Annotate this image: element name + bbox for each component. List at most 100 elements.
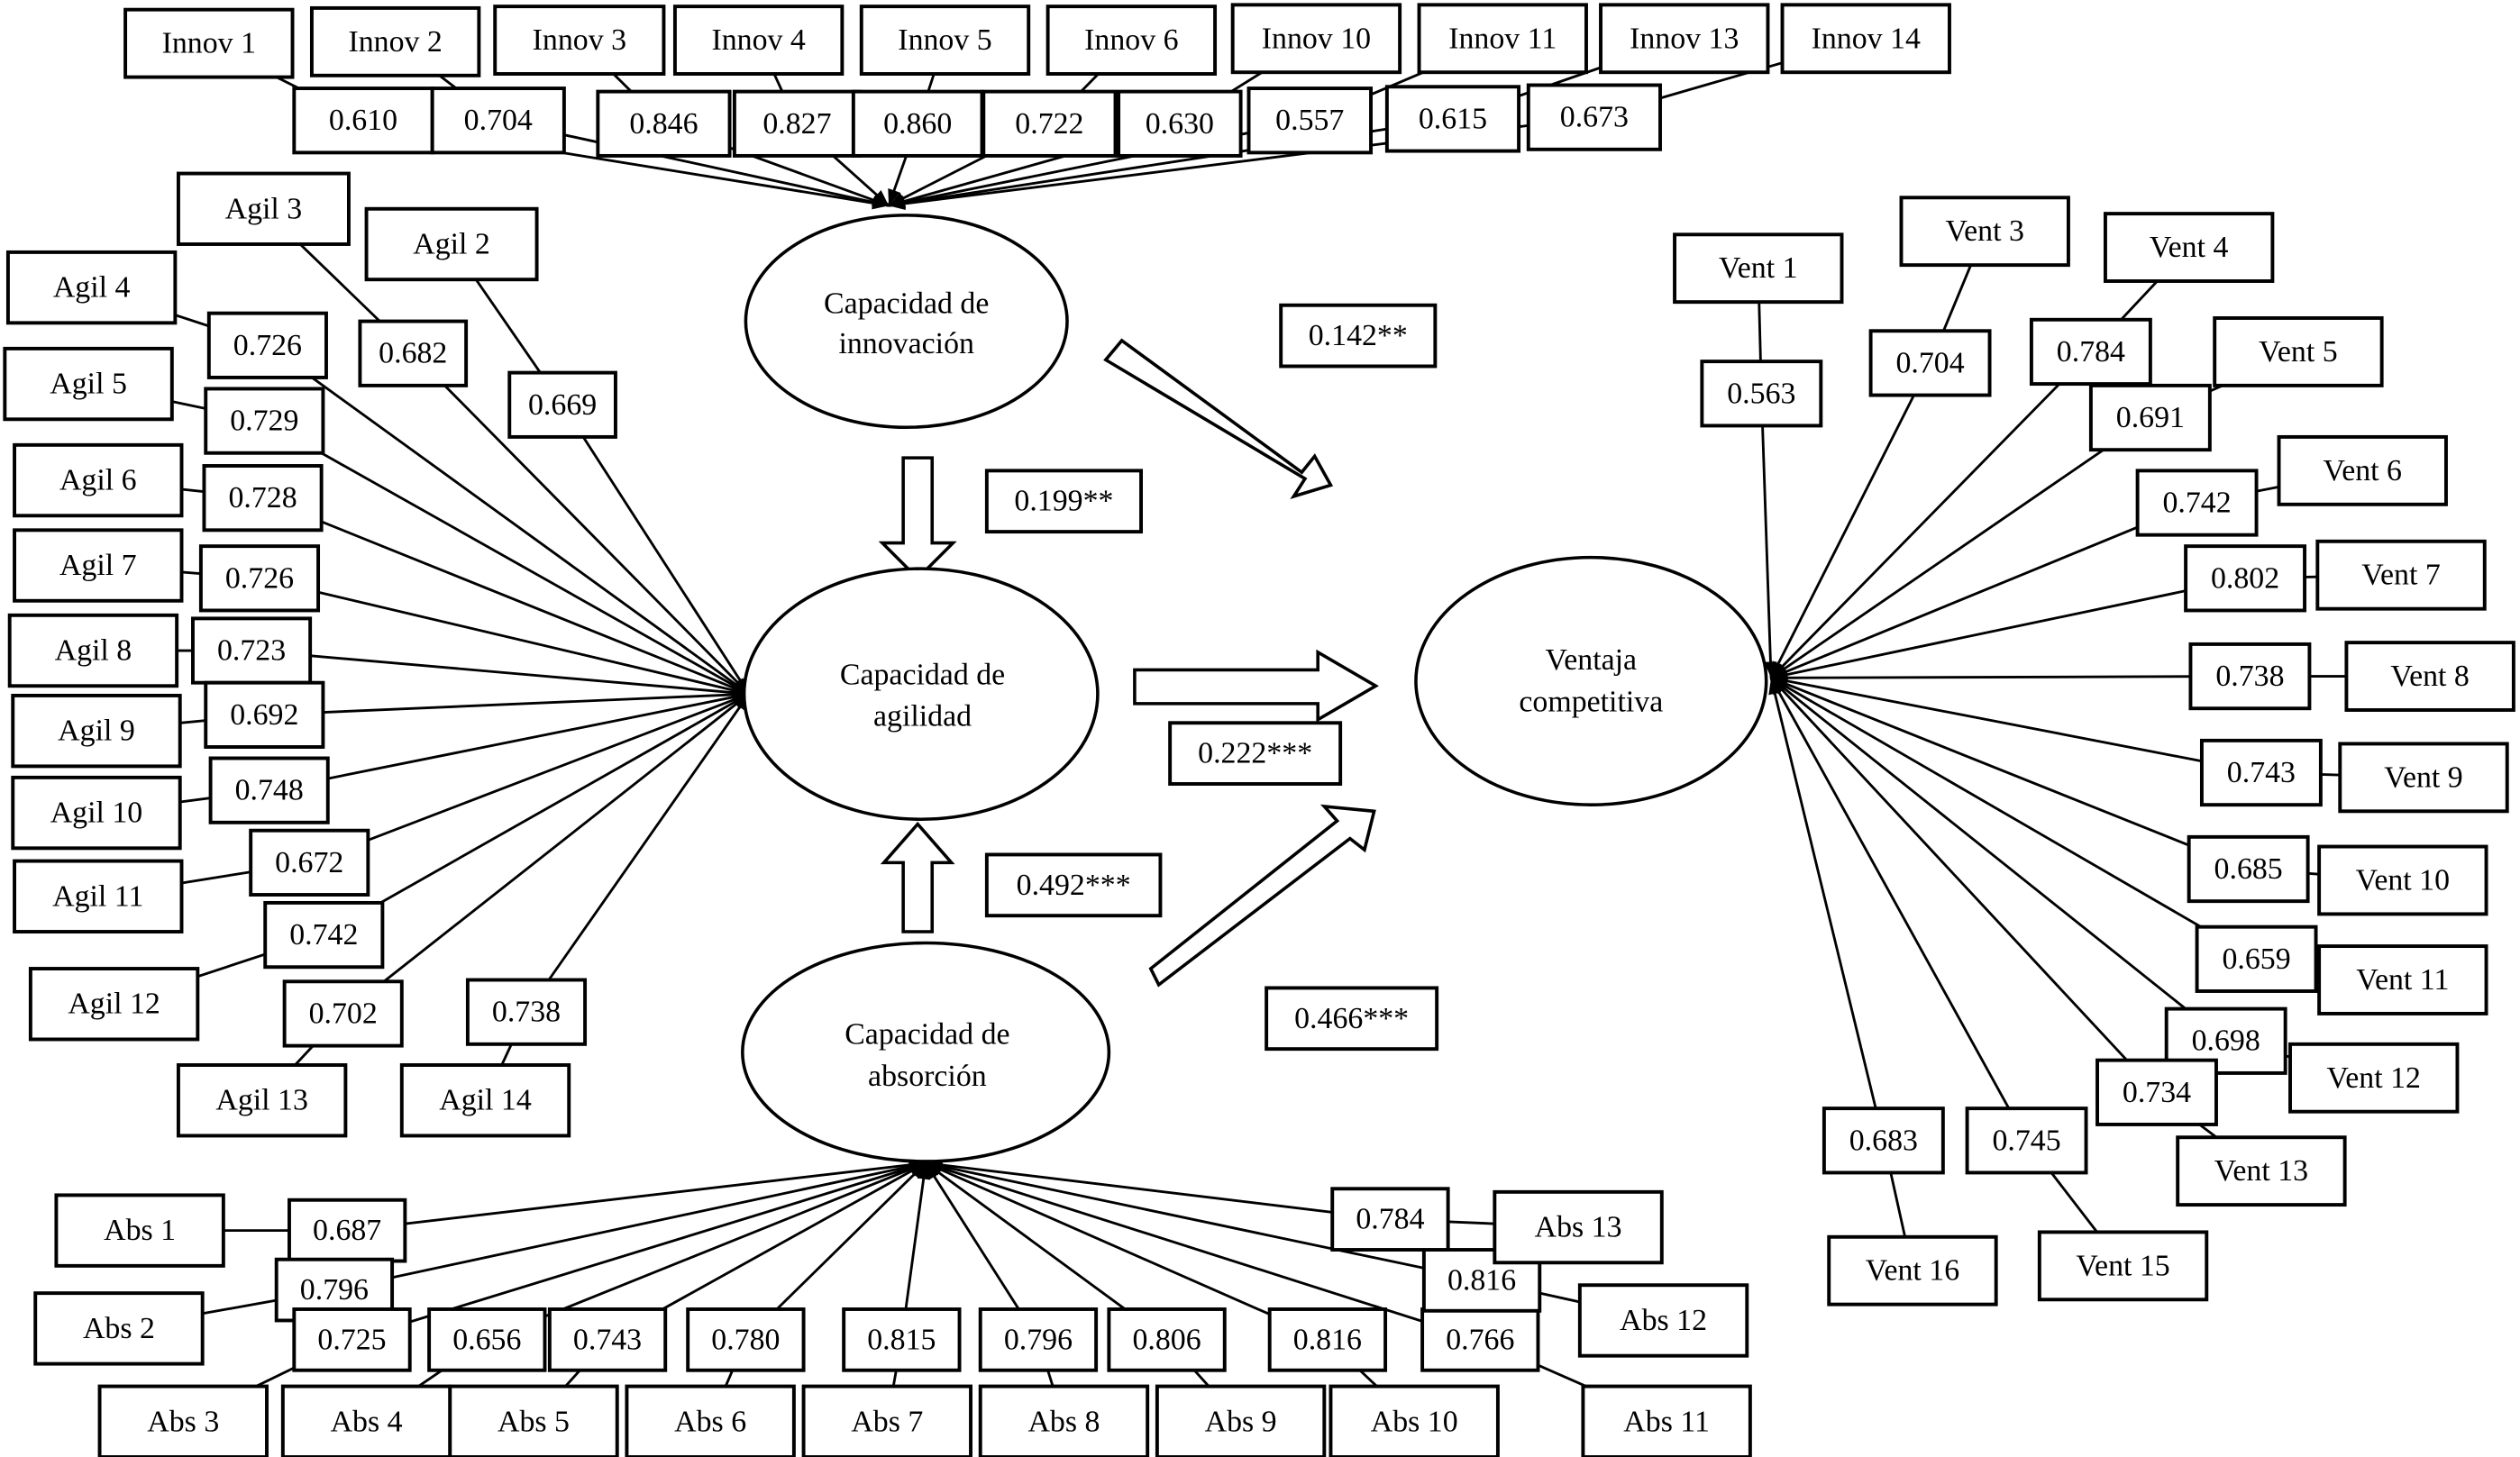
indicator-vent-1: Vent 1 xyxy=(1673,232,1844,305)
indicator-abs-3-text: Abs 3 xyxy=(147,1405,219,1438)
indicator-vent-15-text: Vent 15 xyxy=(2076,1249,2169,1282)
indicator-vent-4: Vent 4 xyxy=(2103,212,2275,283)
loading-to-construct-line xyxy=(1770,351,2092,679)
loading-agil-12: 0.742 xyxy=(263,900,385,970)
loading-abs-3-text: 0.725 xyxy=(317,1323,386,1356)
construct-label-line2: competitiva xyxy=(1519,686,1663,719)
indicator-innov-13: Innov 13 xyxy=(1599,3,1770,75)
loading-to-construct-line xyxy=(1769,678,1885,1142)
loading-agil-14-text: 0.738 xyxy=(492,996,561,1029)
loading-agil-8-frame xyxy=(191,616,313,685)
loading-innov-5-text: 0.860 xyxy=(883,107,952,141)
loading-agil-13-text: 0.702 xyxy=(309,997,378,1030)
loading-vent-8-frame xyxy=(2188,642,2312,711)
indicator-innov-6-text: Innov 6 xyxy=(1084,23,1178,57)
indicator-vent-9-frame xyxy=(2338,742,2509,814)
indicator-abs-7-text: Abs 7 xyxy=(851,1405,923,1438)
indicator-abs-11-frame xyxy=(1581,1384,1752,1457)
loading-abs-3: 0.725 xyxy=(292,1307,412,1372)
indicator-vent-15-frame xyxy=(2037,1230,2209,1302)
indicator-vent-11-text: Vent 11 xyxy=(2356,963,2449,997)
loading-abs-10-text: 0.816 xyxy=(1293,1323,1362,1356)
loading-vent-9: 0.743 xyxy=(2199,738,2323,807)
indicator-innov-11-frame xyxy=(1417,3,1588,75)
loading-vent-16: 0.683 xyxy=(1822,1106,1945,1175)
loading-to-construct-line xyxy=(251,649,750,696)
loading-to-construct-line xyxy=(346,1161,927,1233)
indicator-abs-12: Abs 12 xyxy=(1577,1283,1749,1358)
loading-abs-12: 0.816 xyxy=(1421,1248,1542,1313)
indicator-abs-9-frame xyxy=(1155,1384,1327,1457)
indicator-vent-12: Vent 12 xyxy=(2288,1042,2460,1114)
construct-label-line1: Ventaja xyxy=(1546,643,1638,677)
indicator-vent-7-frame xyxy=(2315,539,2487,611)
indicator-innov-11-text: Innov 11 xyxy=(1448,22,1557,55)
loading-vent-1: 0.563 xyxy=(1700,360,1823,428)
indicator-agil-14: Agil 14 xyxy=(399,1063,571,1138)
loading-abs-6-frame xyxy=(686,1307,806,1372)
loading-agil-11-frame xyxy=(249,828,370,897)
indicator-agil-12-frame xyxy=(28,967,200,1042)
loading-abs-7-frame xyxy=(842,1307,962,1372)
loading-abs-9-text: 0.806 xyxy=(1132,1323,1201,1356)
indicator-innov-2: Innov 2 xyxy=(309,5,481,77)
loading-innov-4: 0.827 xyxy=(732,89,862,158)
indicator-vent-12-text: Vent 12 xyxy=(2327,1061,2421,1095)
loading-to-construct-line xyxy=(1771,675,2251,679)
coef-value: 0.199** xyxy=(1014,485,1113,518)
indicator-agil-4-frame xyxy=(5,250,178,325)
indicator-abs-12-frame xyxy=(1577,1283,1749,1358)
indicator-agil-11: Agil 11 xyxy=(13,859,184,933)
loading-agil-6-frame xyxy=(202,464,324,533)
loading-innov-11-text: 0.557 xyxy=(1275,104,1344,137)
loading-vent-13-text: 0.734 xyxy=(2123,1076,2191,1109)
indicator-abs-11: Abs 11 xyxy=(1581,1384,1752,1457)
loading-innov-6-text: 0.722 xyxy=(1015,107,1083,141)
loading-vent-4-frame xyxy=(2029,317,2152,387)
path-arrow-absorcion-to-agilidad xyxy=(880,821,955,933)
indicator-agil-2: Agil 2 xyxy=(364,206,539,282)
indicator-agil-7-text: Agil 7 xyxy=(59,549,137,582)
construct-ventaja: Ventaja competitiva xyxy=(1414,555,1768,806)
loading-agil-12-frame xyxy=(263,900,385,970)
loading-to-construct-line xyxy=(925,1161,1328,1342)
loading-vent-10-frame xyxy=(2187,834,2310,904)
indicator-abs-8: Abs 8 xyxy=(978,1384,1150,1457)
loading-vent-9-text: 0.743 xyxy=(2227,756,2296,789)
indicator-vent-7: Vent 7 xyxy=(2315,539,2487,611)
loading-abs-13-text: 0.784 xyxy=(1356,1203,1424,1236)
indicator-abs-9: Abs 9 xyxy=(1155,1384,1327,1457)
indicator-agil-11-text: Agil 11 xyxy=(52,879,143,913)
indicator-abs-1-text: Abs 1 xyxy=(104,1214,176,1247)
loading-innov-14-text: 0.673 xyxy=(1560,101,1629,134)
loading-to-construct-line xyxy=(323,692,750,936)
indicator-abs-6-text: Abs 6 xyxy=(674,1405,746,1438)
indicator-innov-1-frame xyxy=(123,7,295,79)
indicator-abs-10-text: Abs 10 xyxy=(1371,1405,1458,1438)
loading-vent-10: 0.685 xyxy=(2187,834,2310,904)
indicator-abs-13-text: Abs 13 xyxy=(1535,1211,1622,1244)
indicator-agil-6-frame xyxy=(13,442,184,518)
construct-label-line1: Capacidad de xyxy=(845,1018,1009,1052)
indicator-vent-4-text: Vent 4 xyxy=(2150,231,2229,264)
indicator-innov-4-frame xyxy=(672,5,845,76)
construct-label-line1: Capacidad de xyxy=(824,287,989,320)
loading-vent-3-text: 0.704 xyxy=(1895,346,1964,379)
indicator-vent-7-text: Vent 7 xyxy=(2361,559,2440,592)
loading-vent-6-frame xyxy=(2135,469,2259,537)
loading-innov-5: 0.860 xyxy=(851,89,984,158)
loading-innov-13: 0.615 xyxy=(1384,85,1521,153)
loading-abs-4: 0.656 xyxy=(427,1307,547,1372)
loading-agil-6-text: 0.728 xyxy=(228,481,297,515)
indicator-vent-6: Vent 6 xyxy=(2277,434,2448,506)
loading-agil-7-frame xyxy=(198,544,321,613)
loading-vent-7-frame xyxy=(2184,544,2307,613)
indicator-vent-3-frame xyxy=(1899,196,2070,268)
loading-vent-5-text: 0.691 xyxy=(2116,401,2185,434)
indicator-vent-16-frame xyxy=(1827,1234,1998,1307)
indicator-agil-10-text: Agil 10 xyxy=(50,797,143,830)
loading-to-construct-line xyxy=(1770,677,2250,870)
indicator-innov-6: Innov 6 xyxy=(1045,5,1218,76)
loading-innov-1: 0.610 xyxy=(292,87,434,155)
loading-abs-1: 0.687 xyxy=(288,1197,407,1263)
